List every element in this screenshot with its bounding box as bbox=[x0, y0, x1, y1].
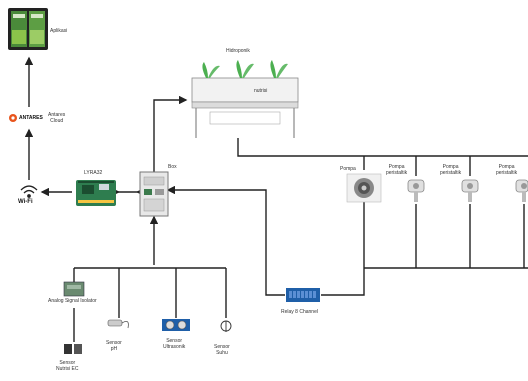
hidroponik-illustration bbox=[191, 60, 299, 138]
label-pompa-2: Pompa peristaltik bbox=[440, 164, 462, 176]
peristaltic-pump-icon bbox=[515, 179, 528, 202]
label-sensor-suhu: Sensor Suhu bbox=[214, 344, 230, 356]
line-hidroponik-to-pumps bbox=[237, 138, 528, 157]
ultrasonic-sensor-icon bbox=[162, 319, 190, 331]
label-wifi: Wi-Fi bbox=[18, 199, 33, 205]
label-board: LYRA32 bbox=[84, 170, 103, 176]
label-hidroponik: Hidroponik bbox=[226, 48, 250, 54]
temperature-sensor-icon bbox=[220, 320, 232, 332]
signal-isolator-icon bbox=[63, 281, 85, 297]
label-analog-signal: Analog Signal Isolator bbox=[48, 298, 97, 304]
plant-icon bbox=[270, 60, 288, 78]
label-aplikasi: Aplikasi bbox=[50, 28, 68, 34]
wifi-icon bbox=[20, 185, 38, 198]
arrow-box-to-hidroponik bbox=[153, 95, 188, 172]
label-sensor-nutrisi: Sensor Nutrisi EC bbox=[56, 360, 79, 372]
label-box: Box bbox=[168, 164, 177, 170]
board-icon bbox=[76, 180, 116, 206]
label-antares-logo: ANTARES bbox=[19, 115, 43, 121]
ph-sensor-icon bbox=[107, 319, 129, 329]
plant-icon bbox=[202, 62, 220, 78]
pump-motor-icon bbox=[346, 173, 382, 203]
relay-icon bbox=[286, 288, 320, 302]
label-nutrisi: nutrisi bbox=[254, 88, 268, 94]
label-pompa-1: Pompa peristaltik bbox=[386, 164, 408, 176]
antares-logo-icon bbox=[9, 114, 17, 122]
control-box-icon bbox=[139, 171, 169, 217]
plant-icon bbox=[236, 60, 254, 78]
phone-app-icon bbox=[8, 8, 48, 50]
label-pompa-3: Pompa peristaltik bbox=[496, 164, 518, 176]
peristaltic-pump-icon bbox=[407, 179, 425, 202]
arrow-relay-to-box bbox=[166, 185, 285, 296]
connection-lines bbox=[24, 56, 528, 342]
label-sensor-ph: Sensor pH bbox=[106, 340, 122, 352]
label-sensor-ultrasonik: Sensor Ultrasonik bbox=[163, 338, 186, 350]
line-relay-to-pumps bbox=[321, 202, 365, 296]
peristaltic-pump-icon bbox=[461, 179, 479, 202]
label-pump-motor: Pompa bbox=[340, 166, 356, 172]
label-antares-cloud: Antares Cloud bbox=[48, 112, 66, 124]
label-relay: Relay 8 Channel bbox=[281, 309, 318, 315]
ec-sensor-icon bbox=[64, 344, 82, 354]
